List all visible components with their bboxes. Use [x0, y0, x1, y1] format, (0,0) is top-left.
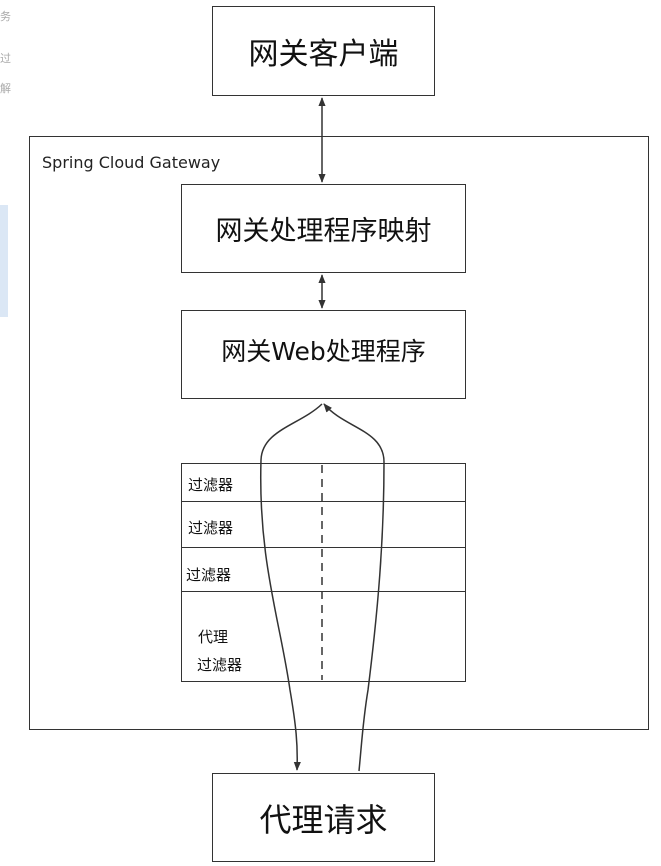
filter-row: 过滤器: [182, 464, 465, 502]
web-handler-box: 网关Web处理程序: [181, 310, 466, 399]
filter-row: 过滤器: [182, 502, 465, 548]
left-edge-fragment-3: 解: [0, 82, 11, 95]
filter-label: 过滤器: [186, 566, 232, 584]
proxy-filter-label-line2: 过滤器: [197, 656, 243, 674]
handler-mapping-box: 网关处理程序映射: [181, 184, 466, 273]
handler-mapping-label: 网关处理程序映射: [215, 216, 432, 247]
spring-cloud-gateway-label: Spring Cloud Gateway: [42, 153, 221, 172]
left-edge-fragment-2: 过: [0, 52, 11, 65]
gateway-client-label: 网关客户端: [248, 37, 399, 72]
proxy-filter-label-line1: 代理: [198, 628, 229, 646]
filter-label: 过滤器: [188, 476, 234, 494]
filter-label: 过滤器: [188, 519, 234, 537]
gateway-client-box: 网关客户端: [212, 6, 435, 96]
left-edge-fragment-1: 务: [0, 10, 11, 23]
filter-row: 过滤器: [182, 548, 465, 592]
web-handler-label: 网关Web处理程序: [221, 336, 426, 366]
proxied-request-label: 代理请求: [259, 800, 388, 839]
proxied-request-box: 代理请求: [212, 773, 435, 862]
filter-chain: 过滤器 过滤器 过滤器 代理 过滤器: [181, 463, 466, 682]
response-path-arrow: [323, 403, 385, 772]
request-path-arrow: [259, 403, 323, 771]
proxy-filter-row: 代理 过滤器: [182, 592, 465, 681]
left-edge-highlight-strip: [0, 205, 8, 317]
